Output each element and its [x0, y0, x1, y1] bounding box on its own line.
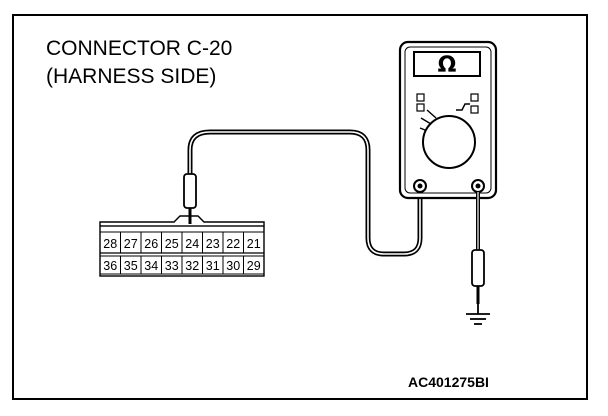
- connector-pin-31: 31: [206, 259, 220, 273]
- connector-title: CONNECTOR C-20: [46, 37, 233, 60]
- multimeter: Ω: [398, 40, 498, 200]
- connector-pin-24: 24: [185, 237, 199, 251]
- figure-code: AC401275BI: [408, 374, 489, 390]
- connector-pin-25: 25: [165, 237, 179, 251]
- connector-pin-32: 32: [185, 259, 199, 273]
- connector-pin-33: 33: [165, 259, 179, 273]
- connector-pin-36: 36: [103, 259, 117, 273]
- connector-pin-21: 21: [247, 237, 261, 251]
- connector-c20: 28 27 26 25 24 23 22 21 36 35 34 33 32 31 30 29: [99, 215, 265, 277]
- selector-dial: [422, 115, 476, 169]
- connector-pin-35: 35: [124, 259, 138, 273]
- range-switch-indicator: [416, 103, 425, 112]
- connector-pin-29: 29: [247, 259, 261, 273]
- ohm-symbol: Ω: [438, 53, 457, 78]
- terminal-right: [471, 179, 485, 193]
- ground-icon: [466, 304, 490, 325]
- connector-pin-23: 23: [206, 237, 220, 251]
- connector-pin-27: 27: [124, 237, 138, 251]
- connector-pin-22: 22: [226, 237, 240, 251]
- connector-pin-34: 34: [144, 259, 158, 273]
- ground-lead: [471, 192, 485, 304]
- connector-side-label: (HARNESS SIDE): [46, 65, 217, 88]
- meter-display: [413, 51, 481, 77]
- terminal-left: [413, 179, 427, 193]
- range-switch-indicator: [470, 93, 479, 102]
- range-switch-indicator: [416, 93, 425, 102]
- connector-pin-30: 30: [226, 259, 240, 273]
- diagram-frame: [12, 14, 588, 400]
- connector-pin-28: 28: [103, 237, 117, 251]
- connector-pin-26: 26: [144, 237, 158, 251]
- range-switch-indicator: [470, 105, 479, 114]
